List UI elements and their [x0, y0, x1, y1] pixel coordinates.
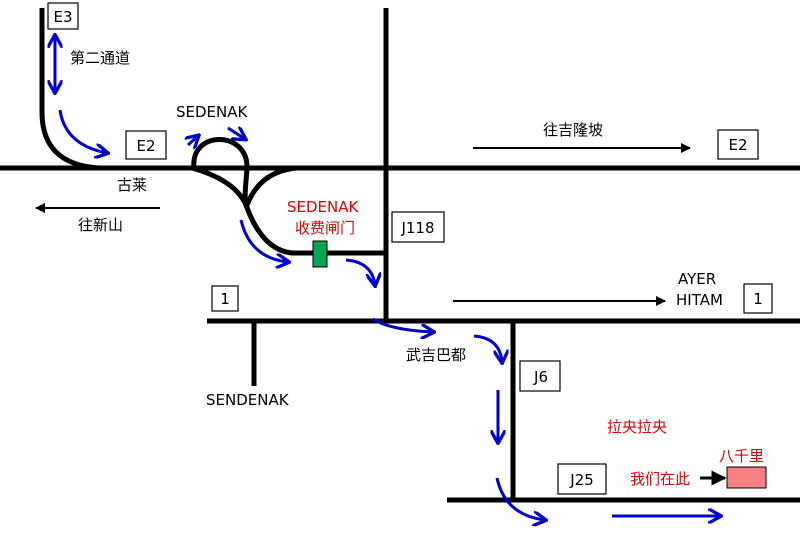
route-arrow [345, 258, 375, 285]
label-hitam: HITAM [676, 291, 723, 309]
route-arrow [239, 219, 288, 262]
shield-e2-right: E2 [728, 136, 747, 154]
label-toll-name: SEDENAK [287, 198, 360, 216]
route-arrow [495, 477, 545, 520]
label-bukit-batu: 武吉巴都 [406, 346, 466, 364]
label-we-are-here: 我们在此 [630, 470, 690, 488]
route-arrow [473, 334, 502, 362]
route-arrow [58, 109, 107, 153]
e3-highway [39, 8, 101, 171]
destination-marker [726, 466, 767, 489]
label-toll-plaza: 收费闸门 [295, 219, 355, 237]
route-arrows [55, 36, 720, 520]
route-arrow [372, 317, 433, 332]
label-sendenak: SENDENAK [206, 391, 290, 409]
label-to-kuala-lumpur: 往吉隆坡 [543, 121, 603, 139]
label-kulai: 古莱 [117, 176, 147, 194]
shield-e2-left: E2 [136, 137, 155, 155]
interchange-ramp-west [191, 165, 293, 256]
shield-route-1-left: 1 [220, 290, 230, 308]
shield-j25: J25 [569, 471, 594, 489]
toll-plaza-marker [312, 240, 328, 268]
shield-j6: J6 [533, 368, 548, 386]
label-second-link: 第二通道 [70, 49, 130, 67]
shield-e3: E3 [53, 8, 72, 26]
label-to-johor-bahru: 往新山 [78, 216, 123, 234]
label-ayer: AYER [678, 270, 716, 288]
shield-j118: J118 [400, 219, 434, 237]
label-layang-layang: 拉央拉央 [607, 418, 667, 436]
route-arrow [227, 128, 245, 139]
shield-route-1-right: 1 [753, 290, 763, 308]
roads [0, 8, 800, 503]
label-eight-mile: 八千里 [719, 447, 764, 465]
route-shields: E3 E2 E2 J118 1 1 J6 J25 [47, 2, 773, 495]
label-sedenak-top: SEDENAK [176, 103, 249, 121]
route-arrow [188, 136, 198, 145]
interchange-ramp-east [243, 165, 297, 209]
